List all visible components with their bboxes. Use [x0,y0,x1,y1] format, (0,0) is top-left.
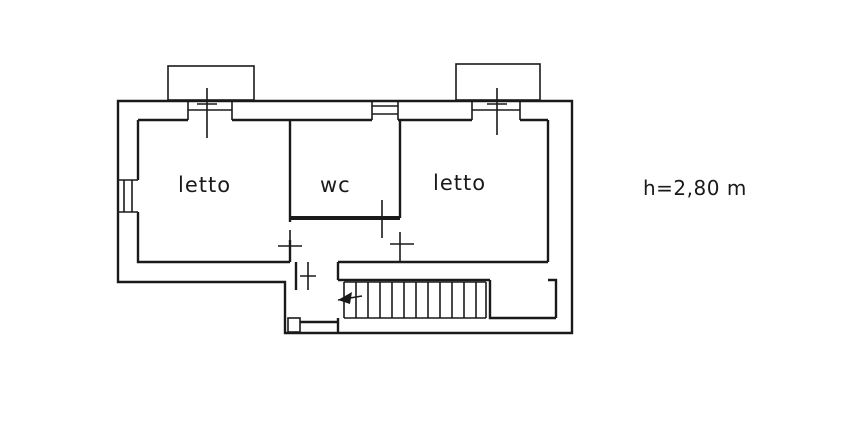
left-inner-wall [136,120,290,264]
left-side-window [118,179,138,213]
top-window-small [371,101,399,120]
top-window-left [187,101,233,120]
door-stair [300,262,316,290]
stair-arrowhead [338,292,352,304]
hall-lower-walls [336,280,556,333]
door-right-bedroom [390,232,414,262]
wc-walls [288,120,402,222]
staircase [343,281,487,319]
ceiling-height-note: h=2,80 m [643,176,747,200]
right-window-mullion [487,88,507,135]
wc-bottom-wall [290,216,400,220]
room-label-bedroom-right: letto [433,171,486,195]
room-label-wc: wc [320,173,351,197]
room-label-bedroom-left: letto [178,173,231,197]
door-left-bedroom [278,230,302,262]
left-window-mullion [197,88,217,138]
left-balcony-box [167,65,255,101]
outer-wall-outline [116,99,574,335]
door-wc [370,200,394,238]
right-inner-wall [546,120,558,318]
top-window-right [471,101,521,120]
landing-post [287,317,301,333]
right-balcony-box [455,63,541,101]
